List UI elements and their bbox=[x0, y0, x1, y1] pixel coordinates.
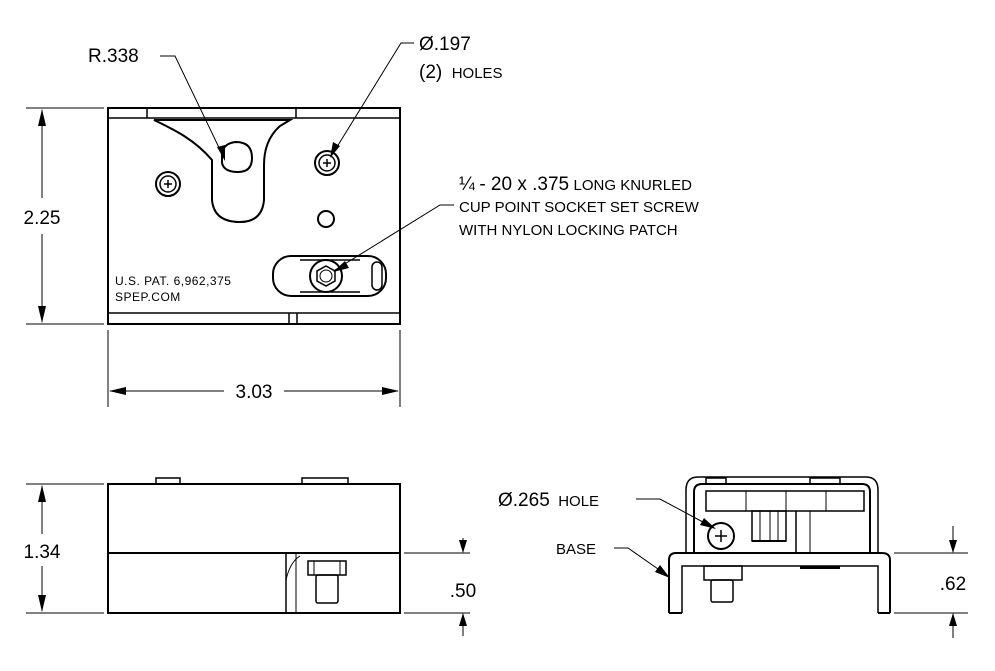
callout-screw-size: - 20 x .375 bbox=[479, 174, 569, 195]
website-marking: SPEP.COM bbox=[115, 290, 181, 304]
patent-marking: U.S. PAT. 6,962,375 bbox=[115, 274, 231, 288]
callout-radius: R.338 bbox=[88, 46, 225, 161]
callout-radius-label: R.338 bbox=[88, 46, 139, 67]
dim-side-base: .50 bbox=[404, 538, 476, 636]
j-slot bbox=[153, 119, 294, 224]
callout-holes: Ø.197 (2) HOLES bbox=[330, 34, 503, 158]
callout-base-hole: Ø.265 HOLE bbox=[498, 490, 716, 529]
dim-end-base-label: .62 bbox=[940, 574, 966, 595]
callout-screw-line1: ¼ - 20 x .375 LONG KNURLED bbox=[459, 174, 692, 195]
dim-width-label: 3.03 bbox=[236, 382, 273, 403]
end-view bbox=[668, 476, 891, 614]
callout-base-hole-dia: Ø.265 bbox=[498, 490, 550, 511]
small-hole bbox=[317, 210, 335, 228]
callout-screw-line3: WITH NYLON LOCKING PATCH bbox=[459, 222, 678, 239]
side-view-body bbox=[107, 483, 401, 614]
dim-end-base: .62 bbox=[894, 526, 968, 638]
callout-holes-count-line: (2) HOLES bbox=[419, 62, 503, 83]
top-view: U.S. PAT. 6,962,375 SPEP.COM bbox=[107, 107, 401, 325]
dim-width: 3.03 bbox=[107, 330, 401, 407]
callout-base-label: BASE bbox=[556, 541, 596, 558]
callout-holes-dia: Ø.197 bbox=[419, 34, 471, 55]
side-view bbox=[107, 477, 401, 614]
end-view-base bbox=[668, 552, 891, 613]
callout-screw-line2: CUP POINT SOCKET SET SCREW bbox=[459, 199, 700, 216]
hole-right bbox=[314, 150, 340, 176]
hole-left bbox=[155, 171, 181, 197]
set-screw-slot bbox=[272, 255, 387, 297]
dim-side-height-label: 1.34 bbox=[24, 542, 61, 563]
dim-side-base-label: .50 bbox=[450, 581, 476, 602]
callout-holes-count: (2) bbox=[419, 62, 442, 83]
dim-side-height: 1.34 bbox=[24, 483, 104, 614]
dim-height: 2.25 bbox=[24, 107, 104, 325]
callout-base-hole-line: Ø.265 HOLE bbox=[498, 490, 599, 511]
dim-height-label: 2.25 bbox=[24, 208, 61, 229]
callout-base-hole-word: HOLE bbox=[558, 493, 599, 510]
callout-holes-word: HOLES bbox=[452, 65, 503, 82]
callout-screw-frac: ¼ bbox=[459, 174, 476, 195]
callout-base: BASE bbox=[556, 541, 670, 578]
callout-set-screw: ¼ - 20 x .375 LONG KNURLED CUP POINT SOC… bbox=[333, 174, 700, 272]
callout-screw-line1-rest: LONG KNURLED bbox=[574, 177, 693, 194]
